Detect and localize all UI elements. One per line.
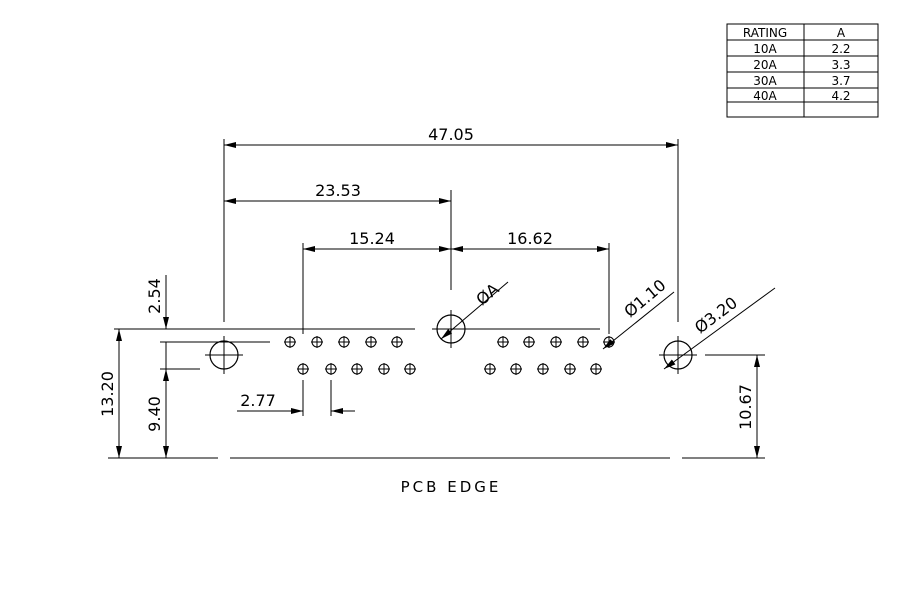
pin-hole bbox=[378, 363, 390, 375]
pin-hole bbox=[484, 363, 496, 375]
pin-hole-callout: Ø1.10 bbox=[620, 276, 669, 322]
pin-hole bbox=[351, 363, 363, 375]
table-border bbox=[726, 23, 879, 118]
dim-right-pins-label: 16.62 bbox=[507, 229, 553, 248]
pcb-edge-label: PCB EDGE bbox=[401, 478, 502, 496]
mount-hole-leader bbox=[663, 287, 776, 370]
dim-pitch-h-label: 2.77 bbox=[240, 391, 276, 410]
pin-hole bbox=[564, 363, 576, 375]
table-cell: 3.3 bbox=[831, 58, 850, 72]
pin-hole bbox=[510, 363, 522, 375]
pin-hole bbox=[603, 336, 615, 348]
pcb-edge: PCB EDGE bbox=[108, 457, 765, 496]
table-cell: 10A bbox=[753, 42, 777, 56]
pin-hole bbox=[523, 336, 535, 348]
pin-hole bbox=[550, 336, 562, 348]
table-header-a: A bbox=[837, 26, 846, 40]
rating-table: RATING A 10A 2.2 20A 3.3 30A 3.7 40A 4.2 bbox=[726, 23, 879, 118]
table-cell: 40A bbox=[753, 89, 777, 103]
center-hole-leader bbox=[440, 281, 509, 340]
pin-hole bbox=[365, 336, 377, 348]
center-hole: ØA bbox=[432, 279, 509, 348]
pin-hole-callout-group: Ø1.10 bbox=[602, 276, 675, 350]
dim-row-height-label: 9.40 bbox=[145, 396, 164, 432]
mounting-hole-right: Ø3.20 bbox=[659, 287, 776, 374]
dim-overall-label: 47.05 bbox=[428, 125, 474, 144]
table-cell: 2.2 bbox=[831, 42, 850, 56]
pin-hole bbox=[537, 363, 549, 375]
pin-hole-leader bbox=[602, 291, 675, 350]
dimension-lines: 47.05 23.53 15.24 16.62 2.77 bbox=[223, 125, 679, 416]
pin-hole bbox=[391, 336, 403, 348]
pin-holes bbox=[284, 336, 615, 375]
pin-hole bbox=[284, 336, 296, 348]
center-hole-callout: ØA bbox=[472, 279, 502, 309]
pin-hole bbox=[338, 336, 350, 348]
table-cell: 3.7 bbox=[831, 74, 850, 88]
pin-hole bbox=[577, 336, 589, 348]
pin-hole bbox=[497, 336, 509, 348]
dim-center-label: 23.53 bbox=[315, 181, 361, 200]
dim-right-height-label: 10.67 bbox=[736, 384, 755, 430]
pin-hole bbox=[297, 363, 309, 375]
pin-hole bbox=[325, 363, 337, 375]
dim-left-pins-label: 15.24 bbox=[349, 229, 395, 248]
pin-hole bbox=[590, 363, 602, 375]
table-cell: 4.2 bbox=[831, 89, 850, 103]
table-cell: 20A bbox=[753, 58, 777, 72]
pin-hole bbox=[404, 363, 416, 375]
table-cell: 30A bbox=[753, 74, 777, 88]
dim-pitch-v-label: 2.54 bbox=[145, 278, 164, 314]
dim-total-height-label: 13.20 bbox=[98, 371, 117, 417]
vertical-dimensions: 13.20 2.54 9.40 10.67 bbox=[98, 275, 765, 458]
pin-hole bbox=[311, 336, 323, 348]
table-header-rating: RATING bbox=[743, 26, 787, 40]
mounting-hole-left bbox=[205, 336, 243, 374]
